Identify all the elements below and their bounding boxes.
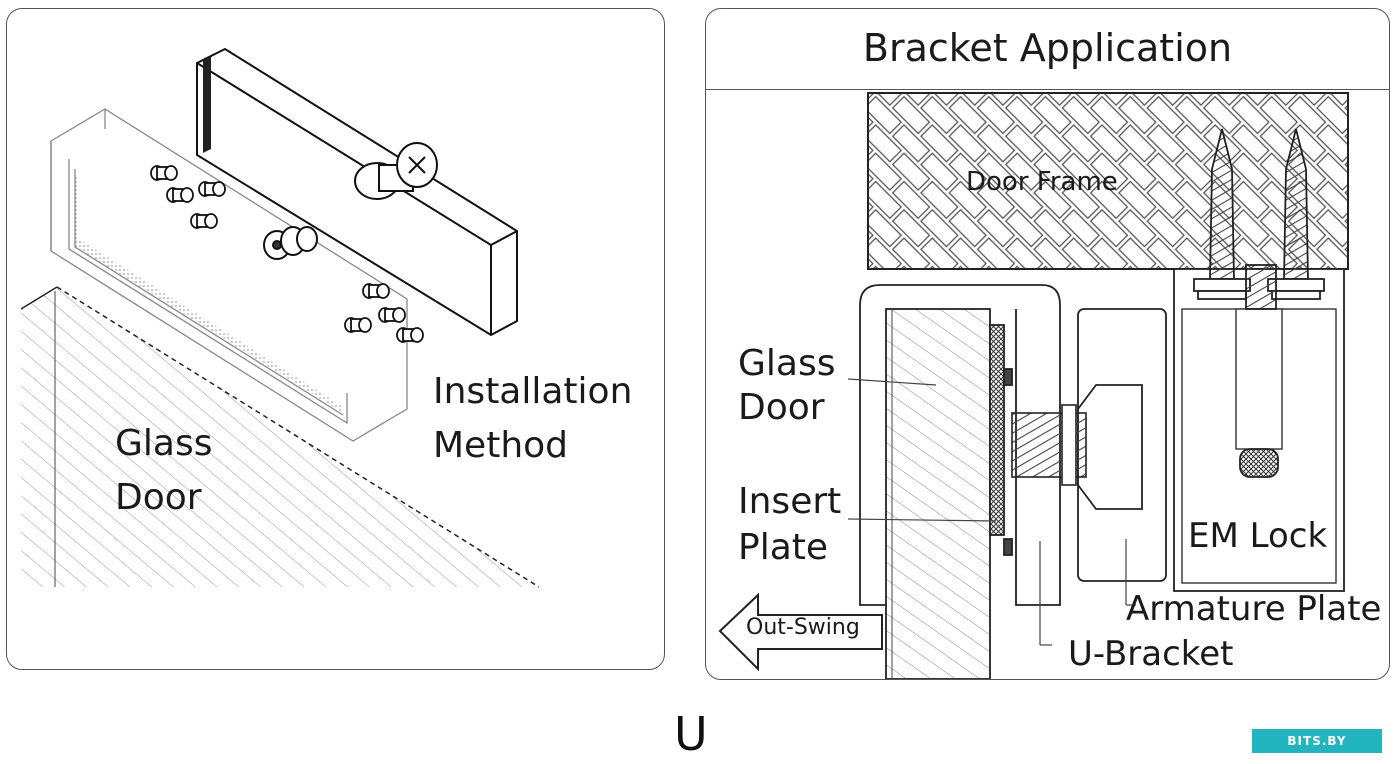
insert-plate-label-line2: Plate — [738, 527, 829, 568]
u-bracket-shape — [50, 108, 408, 442]
out-swing-label: Out-Swing — [746, 615, 860, 640]
frame-screw-icons — [1193, 128, 1325, 310]
figure-letter: U — [674, 707, 708, 761]
glass-door-shape — [20, 286, 540, 588]
glass-door-label-line1: Glass — [115, 423, 213, 464]
armature-plate-section — [1077, 308, 1167, 582]
washer-screw-icon — [263, 226, 318, 260]
em-lock-shape — [196, 47, 518, 337]
bracket-application-panel: Bracket Application — [705, 8, 1390, 680]
armature-plate-label: Armature Plate — [1126, 589, 1382, 629]
set-screws — [150, 165, 424, 343]
em-lock-label: EM Lock — [1188, 516, 1328, 556]
leader-lines — [847, 378, 1136, 646]
u-bracket-label: U-Bracket — [1068, 634, 1234, 674]
installation-illustration — [20, 47, 540, 588]
installation-label-line2: Method — [433, 425, 569, 466]
glass-door-label-line2: Door — [115, 477, 202, 518]
installation-label-line1: Installation — [433, 371, 633, 412]
watermark-logo: BITS.BY — [1252, 729, 1382, 753]
bracket-cross-section — [718, 92, 1349, 679]
em-lock-housing — [1173, 268, 1345, 592]
bracket-application-title: Bracket Application — [706, 9, 1389, 90]
insert-plate-label-line1: Insert — [738, 481, 842, 522]
door-frame-label: Door Frame — [966, 167, 1118, 197]
out-swing-arrow-icon — [718, 592, 883, 672]
glass-door-label-line2: Door — [738, 387, 825, 428]
u-bracket-section — [859, 284, 1061, 606]
door-frame-shape — [856, 92, 1349, 270]
bracket-bolt-icon — [1011, 404, 1087, 486]
glass-door-label-line1: Glass — [738, 343, 836, 384]
mounting-screw-icon — [354, 142, 438, 200]
installation-method-panel: Glass Door Installation Method — [6, 8, 665, 670]
glass-door-section — [885, 308, 991, 679]
